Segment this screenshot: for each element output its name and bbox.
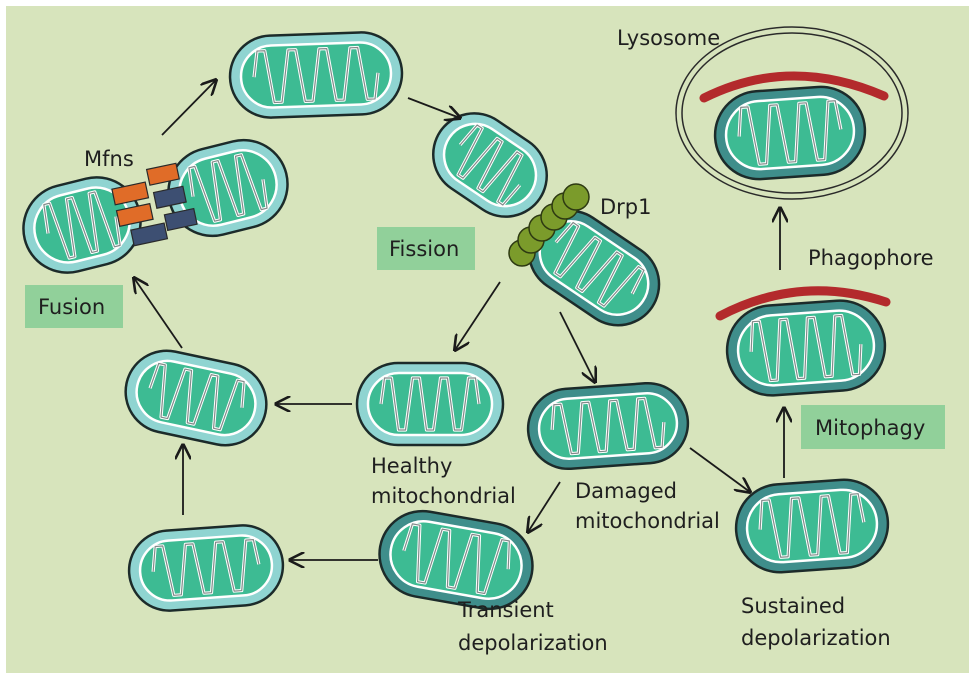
mitochondrion-damaged bbox=[526, 381, 690, 471]
arrow-fission-to-healthy bbox=[455, 281, 501, 350]
mitophagy-label: Mitophagy bbox=[815, 416, 925, 440]
drp1-rings bbox=[508, 183, 590, 267]
damaged-label-line1: Damaged bbox=[575, 479, 677, 503]
transient-label-line2: depolarization bbox=[458, 631, 608, 655]
mitochondrion-fission-upper bbox=[431, 112, 549, 218]
fusion-label: Fusion bbox=[38, 295, 105, 319]
transient-label-line1: Transient bbox=[457, 598, 554, 622]
mitochondrion-transient bbox=[378, 509, 534, 611]
lysosome-inner-membrane bbox=[681, 32, 903, 194]
mitochondrion-left bbox=[124, 349, 268, 447]
drp1-label: Drp1 bbox=[600, 195, 652, 219]
mitochondrion-fusion-left bbox=[22, 176, 142, 274]
mitochondria-layer bbox=[22, 31, 890, 612]
healthy-label-line1: Healthy bbox=[371, 454, 452, 478]
mitochondrion-top bbox=[228, 31, 404, 119]
mfns-label: Mfns bbox=[84, 147, 134, 171]
healthy-label-line2: mitochondrial bbox=[371, 484, 516, 508]
arrow-damaged-to-sustained bbox=[689, 447, 750, 492]
drp1-ring bbox=[562, 183, 590, 211]
sustained-label-line1: Sustained bbox=[741, 594, 845, 618]
damaged-label-line2: mitochondrial bbox=[575, 509, 720, 533]
mitochondrion-healthy bbox=[355, 361, 505, 447]
phagophore-label: Phagophore bbox=[808, 246, 934, 270]
lysosome-label: Lysosome bbox=[617, 26, 720, 50]
arrows bbox=[134, 80, 784, 560]
mitochondrion-fusion-right bbox=[167, 138, 289, 238]
lysosome-outer-membrane bbox=[675, 26, 909, 200]
fusion-label-box bbox=[25, 285, 123, 328]
mitochondrion-lysosome bbox=[713, 85, 867, 181]
phagophore-membrane bbox=[715, 286, 891, 321]
mitochondrion-phagophore bbox=[725, 299, 887, 397]
arrow-damaged-to-transient bbox=[528, 481, 561, 532]
sustained-label-line2: depolarization bbox=[741, 626, 891, 650]
arrow-fission-to-damaged bbox=[559, 311, 595, 382]
mfns-tethers bbox=[111, 162, 198, 247]
mitochondrion-fission-lower bbox=[527, 209, 661, 327]
arrow-top-to-fission bbox=[407, 97, 460, 118]
mitochondrion-bottom-left bbox=[127, 524, 285, 612]
mitochondrion-sustained bbox=[734, 478, 890, 574]
phagophore-membrane-lysosome bbox=[699, 71, 889, 103]
mitophagy-label-box bbox=[801, 405, 945, 449]
fission-label-box bbox=[377, 227, 475, 270]
arrow-left-to-fusion bbox=[134, 278, 183, 349]
fission-label: Fission bbox=[389, 237, 459, 261]
arrow-fusion-to-top bbox=[161, 80, 216, 136]
